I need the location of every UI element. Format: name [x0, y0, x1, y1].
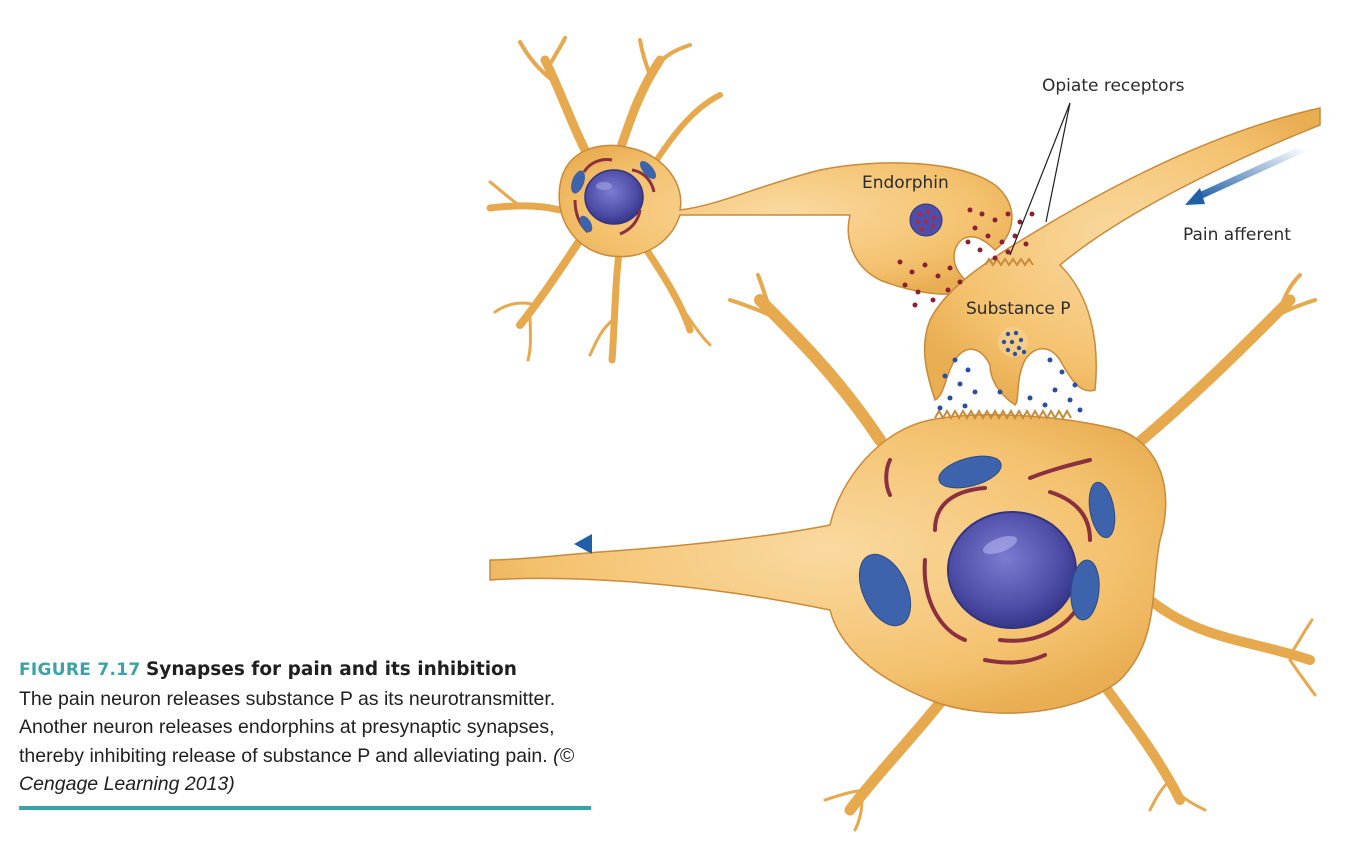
endorphin-molecules: [897, 207, 1035, 308]
opiate-receptor-spikes: [984, 257, 1034, 267]
substance-p-label: Substance P: [966, 299, 1071, 319]
relay-mitochondria: [858, 455, 1116, 627]
opiate-receptors-label: Opiate receptors: [1042, 76, 1185, 96]
opiate-leader-lines: [1009, 102, 1071, 256]
interneuron-soma: [558, 144, 1013, 295]
endorphin-label: Endorphin: [862, 173, 949, 193]
pain-afferent-label: Pain afferent: [1183, 225, 1291, 245]
interneuron-organelles: [571, 158, 657, 236]
caption-credit: (© Cengage Learning 2013): [19, 744, 574, 796]
interneuron-dendrites: [486, 36, 723, 364]
output-arrowhead: [574, 534, 592, 554]
pain-afferent-neuron: [923, 107, 1321, 406]
figure-title: Synapses for pain and its inhibition: [145, 659, 517, 680]
interneuron: [486, 36, 1013, 364]
pain-afferent-arrowhead: [1185, 188, 1205, 205]
pain-afferent-axon: [923, 107, 1321, 406]
caption-body: The pain neuron releases substance P as …: [19, 687, 556, 767]
caption-heading: FIGURE 7.17 Synapses for pain and its in…: [19, 655, 599, 685]
figure-caption: FIGURE 7.17 Synapses for pain and its in…: [19, 655, 599, 799]
caption-text: The pain neuron releases substance P as …: [19, 685, 599, 799]
pain-afferent-arrow: [1193, 144, 1307, 202]
substance-p-molecules: [937, 357, 1083, 413]
interneuron-nucleus: [584, 169, 644, 225]
caption-rule: [19, 806, 591, 810]
relay-dendrites: [728, 273, 1317, 832]
relay-neuron: [489, 273, 1317, 832]
relay-nucleus: [947, 511, 1077, 629]
figure-number: FIGURE 7.17: [19, 660, 141, 680]
